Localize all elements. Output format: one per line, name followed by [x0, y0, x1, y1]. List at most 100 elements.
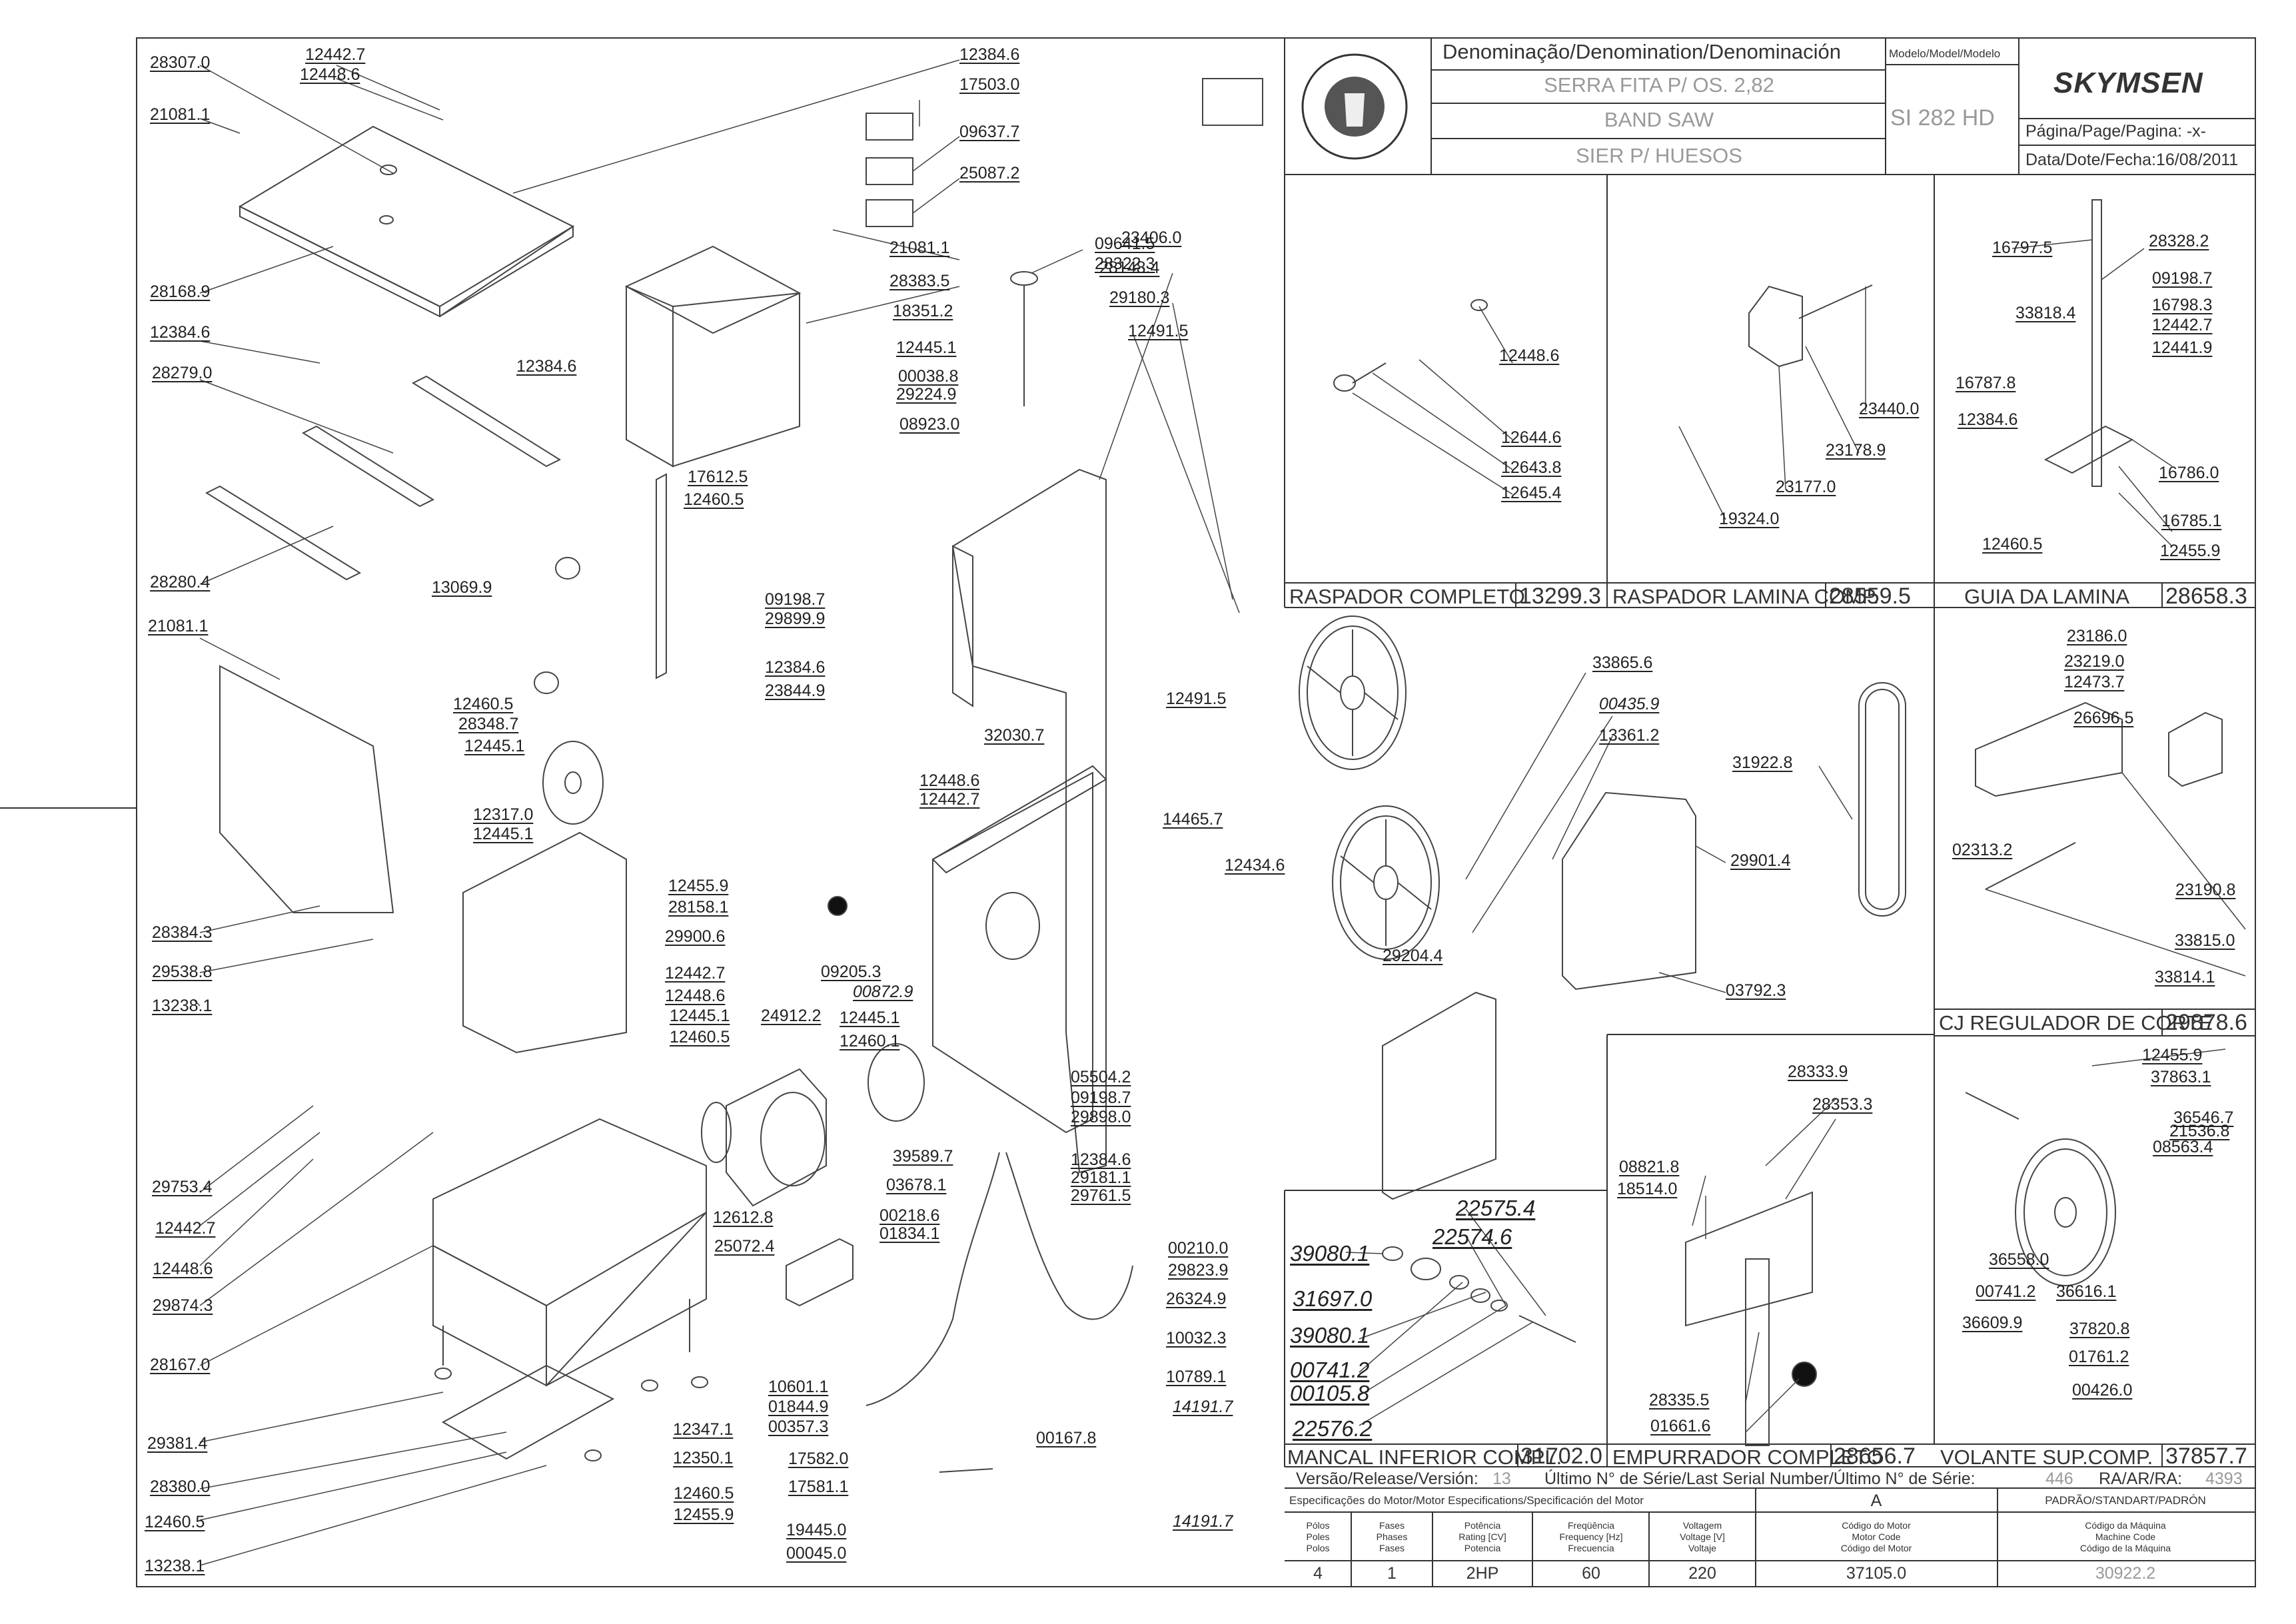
assembly-name: RASPADOR COMPLETO: [1289, 585, 1525, 608]
part-number-callout: 28279.0: [152, 364, 213, 382]
part-number-callout: 37820.8: [2069, 1320, 2130, 1338]
part-number-callout: 19445.0: [786, 1521, 847, 1539]
lower-wheel-cover: [1382, 991, 1496, 1200]
part-number-callout: 28168.9: [150, 282, 211, 301]
spec-header-line: Voltage [V]: [1680, 1531, 1725, 1542]
spec-header-line: Fases: [1379, 1520, 1405, 1531]
part-number-callout: 12460.5: [145, 1513, 205, 1531]
part-number-callout: 25072.4: [714, 1237, 775, 1256]
part-number-callout: 14191.7: [1173, 1512, 1233, 1531]
part-number-callout: 12448.6: [665, 987, 726, 1005]
part-number-callout: 00105.8: [1290, 1381, 1370, 1406]
part-number-callout: 00045.0: [786, 1544, 847, 1563]
assembly-name: EMPURRADOR COMPLETO: [1612, 1445, 1883, 1469]
part-number-callout: 32030.7: [984, 726, 1045, 745]
spec-header-line: Frecuencia: [1568, 1543, 1614, 1553]
part-number-callout: 12460.5: [684, 490, 744, 509]
name-es: SIER P/ HUESOS: [1576, 144, 1742, 167]
spec-header-line: Potência: [1464, 1520, 1501, 1531]
part-number-callout: 36609.9: [1962, 1314, 2023, 1332]
part-number-callout: 12491.5: [1128, 322, 1189, 340]
part-number-callout: 39080.1: [1290, 1241, 1370, 1266]
base-stand: [432, 1118, 707, 1307]
part-number-callout: 12448.6: [300, 65, 360, 84]
version-value: 13: [1492, 1469, 1511, 1488]
part-number-callout: 12441.9: [2152, 338, 2213, 357]
part-number-callout: 22574.6: [1433, 1224, 1512, 1249]
spec-header-line: Polos: [1306, 1543, 1330, 1553]
part-number-callout: 12384.6: [765, 658, 826, 677]
part-number-callout: 12317.0: [473, 805, 534, 824]
part-number-callout: 29900.6: [665, 927, 726, 946]
assembly-name: GUIA DA LAMINA: [1964, 585, 2130, 608]
assembly-code: 13299.3: [1519, 584, 1601, 609]
part-number-callout: 13238.1: [152, 997, 213, 1015]
name-pt: SERRA FITA P/ OS. 2,82: [1544, 73, 1774, 97]
part-number-callout: 12460.5: [670, 1028, 730, 1046]
spec-value: 2HP: [1466, 1564, 1499, 1583]
part-number-callout: 16797.5: [1992, 238, 2053, 257]
part-number-callout: 29204.4: [1383, 947, 1443, 965]
spec-header-line: Código da Máquina: [2085, 1520, 2166, 1531]
part-number-callout: 12473.7: [2064, 673, 2125, 691]
part-number-callout: 12460.5: [1982, 535, 2043, 554]
part-number-callout: 23177.0: [1776, 478, 1836, 496]
part-number-callout: 00435.9: [1599, 695, 1660, 713]
part-number-callout: 26324.9: [1166, 1290, 1227, 1308]
rail-12384: [411, 375, 562, 468]
part-number-callout: 36558.0: [1989, 1250, 2049, 1269]
part-number-callout: 29874.3: [153, 1296, 213, 1315]
model-code: SI 282 HD: [1890, 105, 1995, 131]
part-number-callout: 29180.3: [1109, 288, 1170, 307]
part-number-callout: 23440.0: [1859, 400, 1920, 418]
part-number-callout: 00426.0: [2072, 1381, 2133, 1400]
part-number-callout: 12645.4: [1501, 484, 1562, 502]
spec-value: 1: [1387, 1564, 1397, 1583]
spec-header-line: Poles: [1306, 1531, 1330, 1542]
motor-code-letter: A: [1870, 1491, 1882, 1510]
serial-value: 446: [2045, 1469, 2073, 1488]
part-number-callout: 17582.0: [788, 1449, 849, 1468]
part-number-callout: 18514.0: [1617, 1180, 1678, 1198]
part-number-callout: 23844.9: [765, 681, 826, 700]
part-number-callout: 12491.5: [1166, 689, 1227, 708]
spec-header-line: Phases: [1376, 1531, 1408, 1542]
part-number-callout: 28348.7: [458, 715, 519, 733]
part-number-callout: 09198.7: [2152, 269, 2213, 288]
part-number-callout: 28280.4: [150, 573, 211, 592]
part-number-callout: 14191.7: [1173, 1398, 1233, 1416]
part-number-callout: 02313.2: [1952, 841, 2013, 859]
part-number-callout: 29224.9: [896, 385, 957, 404]
lower-wheel: [1332, 805, 1440, 960]
part-number-callout: 21536.8: [2169, 1122, 2230, 1140]
part-number-callout: 12384.6: [516, 357, 577, 376]
part-number-callout: 13361.2: [1599, 726, 1660, 745]
assembly-code: 28559.5: [1829, 584, 1911, 609]
part-number-callout: 09198.7: [1071, 1088, 1131, 1107]
part-number-callout: 18351.2: [893, 302, 953, 320]
part-number-callout: 03792.3: [1726, 981, 1786, 1000]
spec-value: 220: [1688, 1564, 1716, 1583]
part-number-callout: 12612.8: [713, 1208, 774, 1227]
part-number-callout: 00357.3: [768, 1418, 829, 1436]
part-number-callout: 16798.3: [2152, 296, 2213, 314]
part-number-callout: 01661.6: [1650, 1417, 1711, 1435]
rail-28280: [205, 485, 362, 581]
assembly-code: 37857.7: [2165, 1443, 2247, 1469]
part-number-callout: 33814.1: [2155, 968, 2215, 987]
part-number-callout: 21081.1: [889, 238, 950, 257]
part-number-callout: 17612.5: [688, 468, 748, 486]
part-number-callout: 29899.9: [765, 609, 826, 628]
motor-spec-label: Especificações do Motor/Motor Especifica…: [1289, 1494, 1644, 1507]
part-number-callout: 09198.7: [765, 590, 826, 609]
part-number-callout: 13069.9: [432, 578, 492, 597]
part-number-callout: 12442.7: [155, 1219, 216, 1238]
part-number-callout: 03678.1: [886, 1176, 947, 1194]
motor: [726, 1068, 827, 1207]
part-number-callout: 16785.1: [2161, 512, 2222, 530]
part-number-callout: 01834.1: [879, 1224, 940, 1243]
assembly-name: RASPADOR LAMINA COMP.: [1612, 585, 1880, 608]
part-number-callout: 00210.0: [1168, 1239, 1229, 1258]
part-number-callout: 12384.6: [959, 45, 1020, 64]
assembly-name: MANCAL INFERIOR COMPL.: [1287, 1445, 1562, 1469]
